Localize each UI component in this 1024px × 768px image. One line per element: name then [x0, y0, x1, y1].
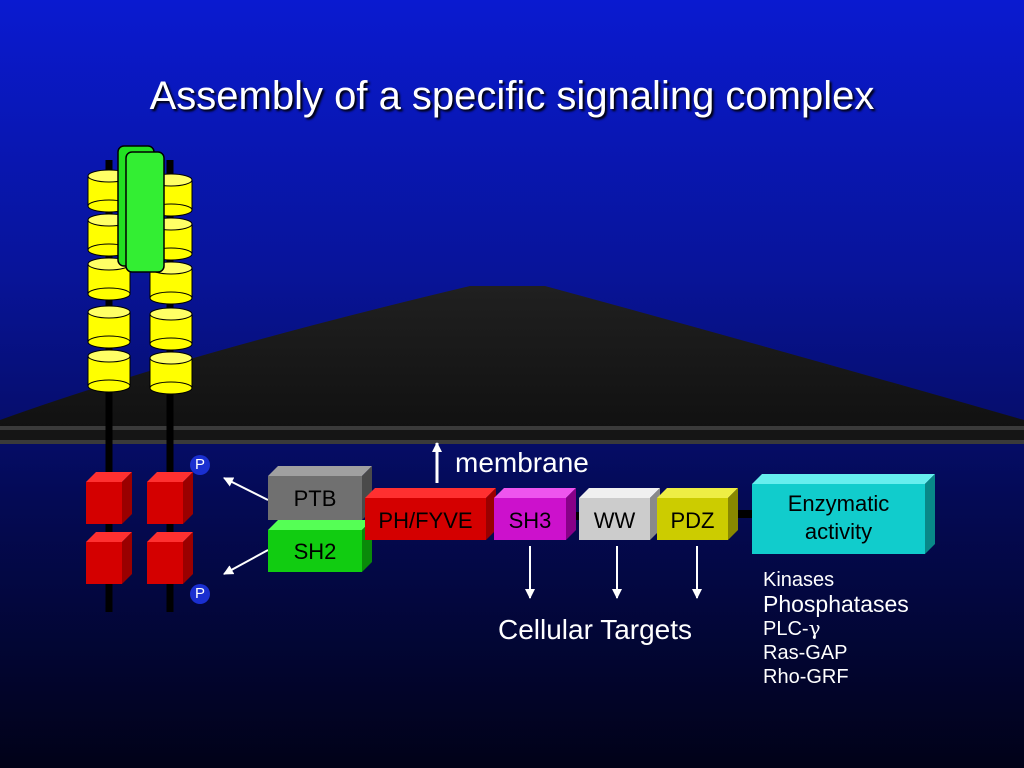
enzymatic-label: Enzymatic activity: [752, 490, 925, 546]
sh2-to-phospho-arrow: [223, 549, 269, 575]
slide-title: Assembly of a specific signaling complex: [149, 74, 875, 118]
enzyme-examples-list: Kinases Phosphatases PLC-γ Ras-GAP Rho-G…: [763, 568, 909, 689]
phospho-site-top: [190, 455, 210, 475]
membrane: [0, 286, 1024, 444]
sh3-domain: [494, 488, 576, 540]
enzyme-rho-grf: Rho-GRF: [763, 666, 849, 688]
receptor-intracellular: [86, 472, 193, 584]
phospho-label-bottom: P: [194, 585, 205, 602]
receptor-extracellular-left: [87, 169, 131, 393]
ph-fyve-domain: [365, 488, 496, 540]
phospho-site-bottom: [190, 584, 210, 604]
enzyme-kinases: Kinases: [763, 569, 835, 591]
enzyme-plc-gamma: PLC-γ: [763, 616, 909, 641]
cellular-targets-label: Cellular Targets: [498, 614, 693, 645]
ph-fyve-label: PH/FYVE: [378, 508, 473, 533]
ligand: [117, 145, 165, 273]
enzyme-ras-gap: Ras-GAP: [763, 642, 848, 664]
enzyme-phosphatases: Phosphatases: [763, 591, 909, 617]
ptb-to-phospho-arrow: [223, 477, 269, 501]
enzymatic-domain: [752, 474, 935, 554]
ww-label: WW: [593, 508, 636, 533]
membrane-label: membrane: [455, 447, 589, 478]
pdz-domain: [657, 488, 738, 540]
enzyme-plc-prefix: PLC-: [763, 618, 809, 640]
phospho-label-top: P: [194, 456, 205, 473]
enzymatic-label-line-2: activity: [804, 519, 873, 544]
enzymatic-label-line-1: Enzymatic: [787, 491, 890, 516]
sh2-label: SH2: [293, 539, 337, 564]
ptb-label: PTB: [293, 486, 337, 511]
pdz-label: PDZ: [670, 508, 715, 533]
gamma-symbol: γ: [808, 616, 821, 640]
sh3-label: SH3: [508, 508, 552, 533]
ptb-domain: [268, 466, 372, 520]
